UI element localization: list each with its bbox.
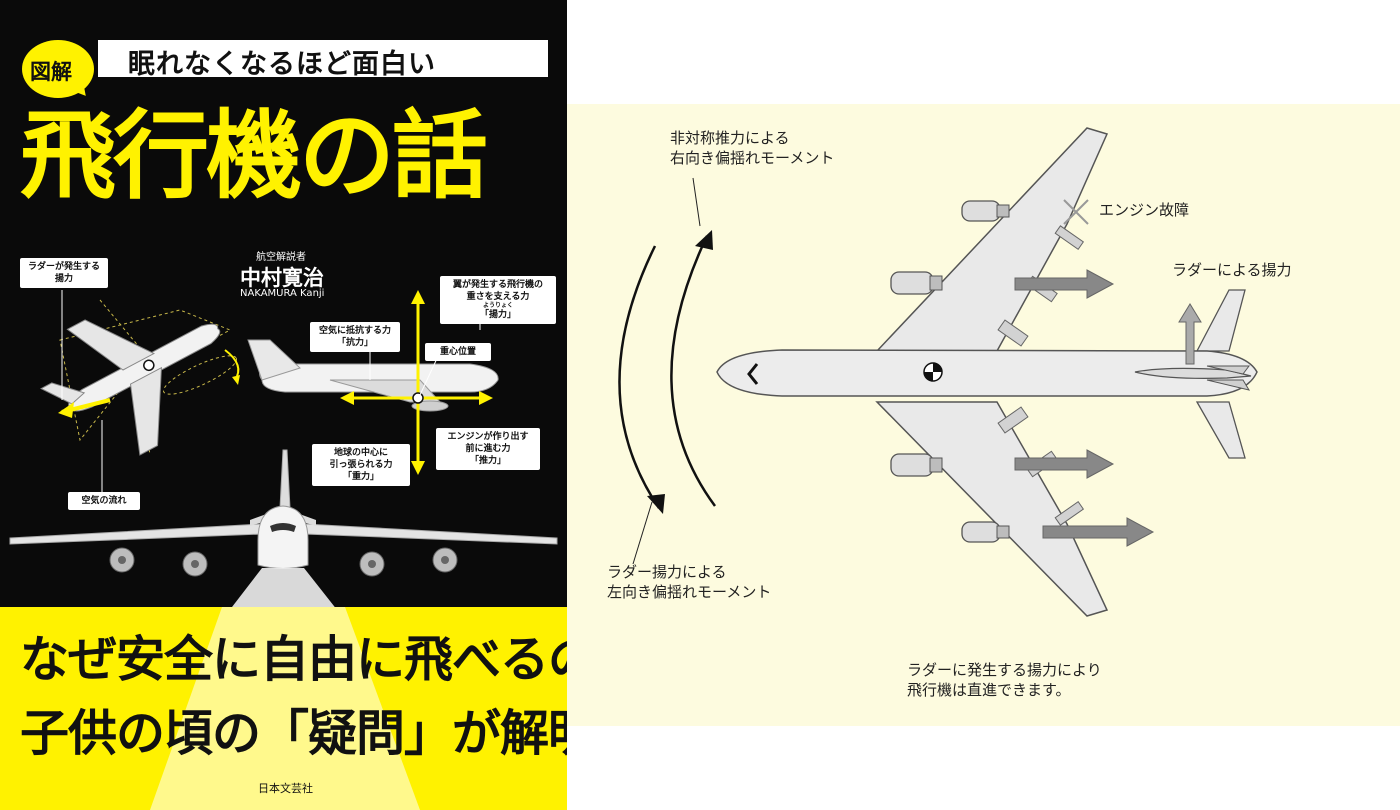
badge-text: 図解: [30, 60, 72, 84]
front-view-aircraft: [9, 449, 558, 620]
label-lift: 翼が発生する飛行機の 重さを支える力 ようりょく 「揚力」: [440, 276, 556, 325]
right-wing: [875, 401, 1109, 617]
rudder-lift-arrow: [1178, 303, 1202, 365]
horizontal-stabilizer-top: [1195, 289, 1246, 352]
tagline-2: 子供の頃の「疑問」が解明！: [20, 705, 567, 762]
book-cover: 図解 眠れなくなるほど面白い 飛行機の話: [0, 0, 567, 810]
yaw-arc-left: [618, 245, 661, 509]
rudder-diagram: [618, 127, 1258, 617]
thrust-arrows: [1014, 269, 1155, 547]
light-beam: [150, 607, 420, 810]
author-role: 航空解説者: [256, 252, 306, 263]
author-name-roman: NAKAMURA Kanji: [240, 288, 325, 299]
label-center-of-gravity: 重心位置: [425, 343, 491, 362]
center-of-gravity-symbol: [923, 362, 943, 382]
yaw-left-label: ラダー揚力による 左向き偏揺れモーメント: [607, 563, 772, 602]
label-thrust: エンジンが作り出す 前に進む力 「推力」: [436, 428, 540, 471]
tagline-1: なぜ安全に自由に飛べるのか: [20, 631, 567, 688]
subtitle-bar: [98, 40, 548, 77]
cover-subtitle: 眠れなくなるほど面白い: [128, 49, 436, 80]
engine-failure-mark: [1063, 199, 1089, 225]
yaw-right-label: 非対称推力による 右向き偏揺れモーメント: [670, 129, 835, 168]
yaw-arc-right: [670, 235, 717, 507]
publisher: 日本文芸社: [258, 782, 313, 795]
fuselage: [716, 349, 1258, 397]
cover-title: 飛行機の話: [20, 100, 488, 212]
label-gravity: 地球の中心に 引っ張られる力 「重力」: [312, 444, 410, 487]
vertical-fin: [1134, 367, 1252, 379]
badge-bubble: [22, 40, 94, 98]
engines: [890, 200, 1001, 543]
cover-illustration: [9, 290, 558, 620]
rudder-diagram-panel: 非対称推力による 右向き偏揺れモーメント エンジン故障 ラダーによる揚力 ラダー…: [567, 104, 1400, 726]
horizontal-stabilizer-bottom: [1195, 401, 1246, 459]
engine-failure-label: エンジン故障: [1099, 201, 1190, 219]
author-name: 中村寛治: [240, 266, 324, 290]
banking-aircraft: [40, 319, 221, 456]
rudder-lift-label: ラダーによる揚力: [1172, 261, 1292, 279]
label-air-flow: 空気の流れ: [68, 492, 140, 511]
label-drag: 空気に抵抗する力 「抗力」: [310, 322, 400, 353]
label-rudder-lift: ラダーが発生する揚力: [20, 258, 108, 289]
diagram-caption: ラダーに発生する揚力により 飛行機は直進できます。: [907, 661, 1102, 700]
